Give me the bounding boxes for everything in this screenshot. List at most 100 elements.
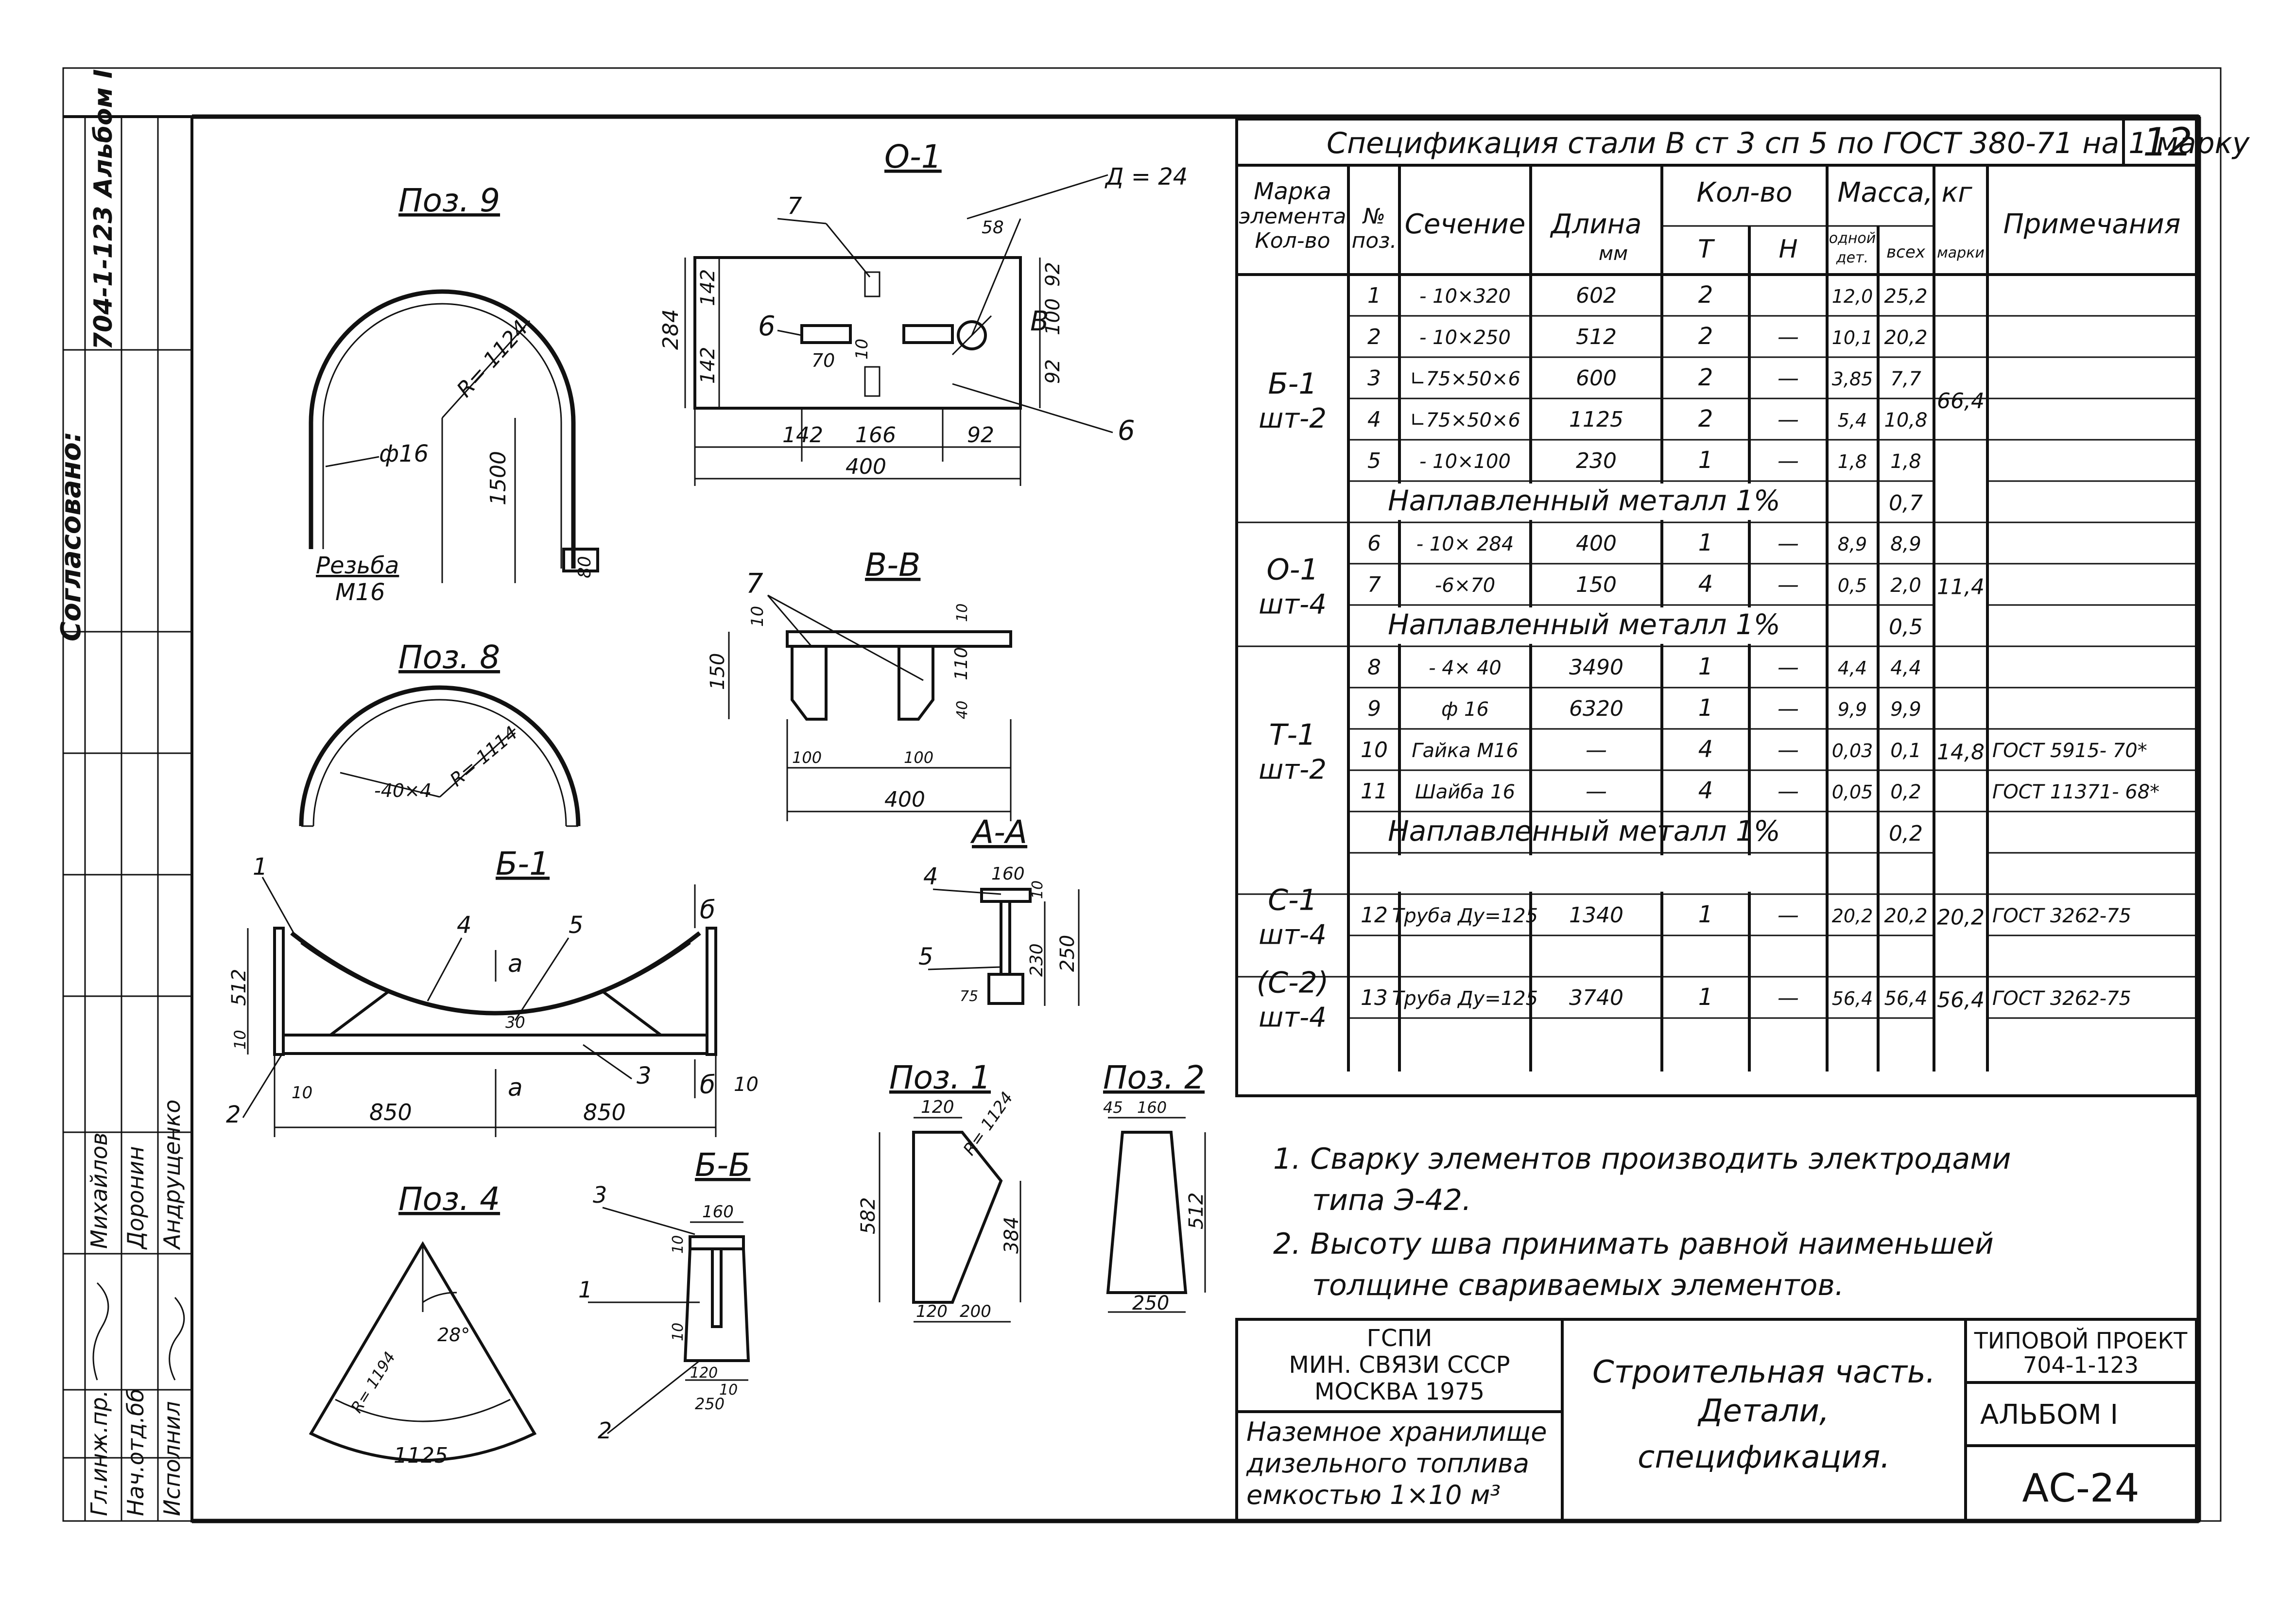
- title-block: ГСПИ МИН. СВЯЗИ СССР МОСКВА 1975 Наземно…: [1235, 1318, 2198, 1522]
- hdr-pos: №: [1362, 204, 1385, 229]
- spec-mass-one: 4,4: [1838, 657, 1867, 679]
- side-album-text: 704-1-123 Альбом I: [89, 69, 118, 350]
- spec-mass-one: 10,1: [1832, 327, 1873, 348]
- b1-cut-b-bottom: б: [700, 1071, 715, 1100]
- hdr-notes: Примечания: [2003, 208, 2181, 240]
- aa-w: 160: [991, 864, 1025, 884]
- spec-section: ∟75×50×6: [1410, 368, 1520, 390]
- spec-qty-t: 2: [1698, 405, 1713, 432]
- spec-qty-t: 2: [1698, 364, 1713, 391]
- spec-mark-mass: 14,8: [1937, 740, 1985, 765]
- object-line-1: Наземное хранилище: [1246, 1417, 1547, 1447]
- spec-mass-one: 5,4: [1838, 410, 1867, 431]
- sheet-title-1: Строительная часть.: [1592, 1354, 1935, 1390]
- spec-pos: 2: [1367, 325, 1381, 349]
- note-line-3: 2. Высоту шва принимать равной наименьше…: [1273, 1227, 1994, 1261]
- signature-2: [169, 1297, 185, 1381]
- pos1-h: 582: [857, 1197, 880, 1234]
- b1-w2: 850: [583, 1099, 626, 1125]
- spec-pos: 10: [1361, 738, 1388, 762]
- spec-pos: 12: [1361, 903, 1388, 928]
- spec-count: шт-2: [1259, 754, 1327, 786]
- spec-pos: 11: [1361, 779, 1388, 804]
- note-line-4: толщине свариваемых элементов.: [1312, 1268, 1844, 1302]
- spec-weld-mass: 0,7: [1889, 491, 1923, 516]
- spec-qty-t: 1: [1698, 984, 1713, 1011]
- b1-t2: 10: [734, 1073, 759, 1096]
- pos9-thread: Резьба: [316, 552, 399, 579]
- spec-length: 512: [1576, 325, 1617, 349]
- spec-qty-n: —: [1778, 572, 1799, 597]
- side-role-2: Нач.отд.бб: [122, 1388, 149, 1516]
- o1-d3: 92: [1042, 262, 1064, 287]
- signature-1: [92, 1282, 109, 1381]
- spec-mass-all: 56,4: [1884, 987, 1927, 1010]
- spec-qty-t: 1: [1698, 694, 1713, 722]
- o1-d1: 142: [697, 269, 719, 306]
- drawing-pos8: Поз. 8 -40×4 R= 1114: [299, 639, 581, 827]
- spec-length: 6320: [1569, 696, 1623, 721]
- spec-mass-one: 1,8: [1838, 451, 1867, 472]
- spec-pos: 6: [1367, 531, 1381, 556]
- drawing-vv: В-В 7 150 10 110 10 40 100 100 400: [707, 546, 1012, 821]
- note-line-1: 1. Сварку элементов производить электрод…: [1273, 1142, 2011, 1176]
- spec-mass-one: 3,85: [1832, 368, 1873, 390]
- b1-l4: 4: [457, 912, 472, 939]
- spec-length: 230: [1576, 449, 1617, 473]
- o1-d5: 92: [1042, 359, 1064, 384]
- o1-height: 284: [658, 309, 683, 350]
- bb-t2: 10: [670, 1323, 687, 1341]
- vv-h1: 110: [951, 647, 971, 680]
- spec-mass-all: 1,8: [1890, 450, 1921, 473]
- vv-title: В-В: [865, 546, 920, 584]
- spec-qty-n: —: [1778, 696, 1799, 721]
- spec-qty-n: —: [1778, 903, 1799, 928]
- spec-mass-all: 7,7: [1890, 368, 1921, 390]
- o1-m: 58: [982, 218, 1004, 238]
- spec-length: 3740: [1569, 985, 1623, 1010]
- aa-title: А-А: [970, 813, 1027, 851]
- note-line-2: типа Э-42.: [1312, 1183, 1471, 1217]
- spec-length: —: [1586, 779, 1607, 804]
- spec-mass-all: 9,9: [1890, 698, 1921, 721]
- spec-section: -6×70: [1435, 574, 1495, 597]
- spec-pos: 9: [1367, 696, 1381, 721]
- o1-cut: В: [1030, 306, 1049, 337]
- spec-count: шт-4: [1259, 589, 1327, 621]
- bb-s: 10: [719, 1382, 738, 1399]
- bb-b2: 250: [695, 1395, 725, 1413]
- hdr-mark-3: Кол-во: [1255, 228, 1330, 253]
- spec-weld-mass: 0,2: [1889, 821, 1923, 846]
- hdr-mark-2: элемента: [1239, 204, 1347, 229]
- spec-section: Труба Ду=125: [1392, 905, 1538, 927]
- o1-w1: 142: [782, 423, 823, 448]
- spec-qty-t: 1: [1698, 447, 1713, 474]
- spec-qty-t: 4: [1698, 736, 1713, 763]
- hdr-mass-all: всех: [1886, 242, 1926, 262]
- spec-qty-n: —: [1778, 655, 1799, 680]
- side-stamp: 704-1-123 Альбом I Согласовано: Гл.инж.п…: [55, 69, 192, 1521]
- o1-w2: 166: [855, 423, 896, 448]
- hdr-pos-2: поз.: [1351, 228, 1397, 253]
- pos9-height: 1500: [486, 451, 511, 505]
- b1-l2: 2: [226, 1101, 241, 1128]
- o1-d2: 142: [697, 347, 719, 384]
- pos2-h: 512: [1185, 1192, 1208, 1229]
- spec-mass-one: 0,03: [1832, 740, 1873, 761]
- o1-label6: 6: [758, 311, 776, 342]
- spec-section: ф 16: [1441, 698, 1489, 721]
- b1-s: 10: [231, 1030, 249, 1050]
- hdr-qty-n: Н: [1778, 235, 1797, 264]
- spec-pos: 5: [1367, 449, 1381, 473]
- spec-section: Труба Ду=125: [1392, 987, 1538, 1010]
- spec-pos: 8: [1367, 655, 1381, 680]
- pos9-d: 80: [575, 556, 595, 578]
- b1-l5: 5: [569, 912, 584, 939]
- spec-section: - 10×320: [1419, 285, 1511, 308]
- pos2-title: Поз. 2: [1103, 1059, 1205, 1096]
- drawing-pos4: Поз. 4 28° R= 1194 1125: [309, 1180, 537, 1468]
- b1-t: 10: [292, 1083, 312, 1103]
- pos1-b1: 120: [916, 1302, 948, 1321]
- spec-weld: Наплавленный металл 1%: [1388, 484, 1780, 517]
